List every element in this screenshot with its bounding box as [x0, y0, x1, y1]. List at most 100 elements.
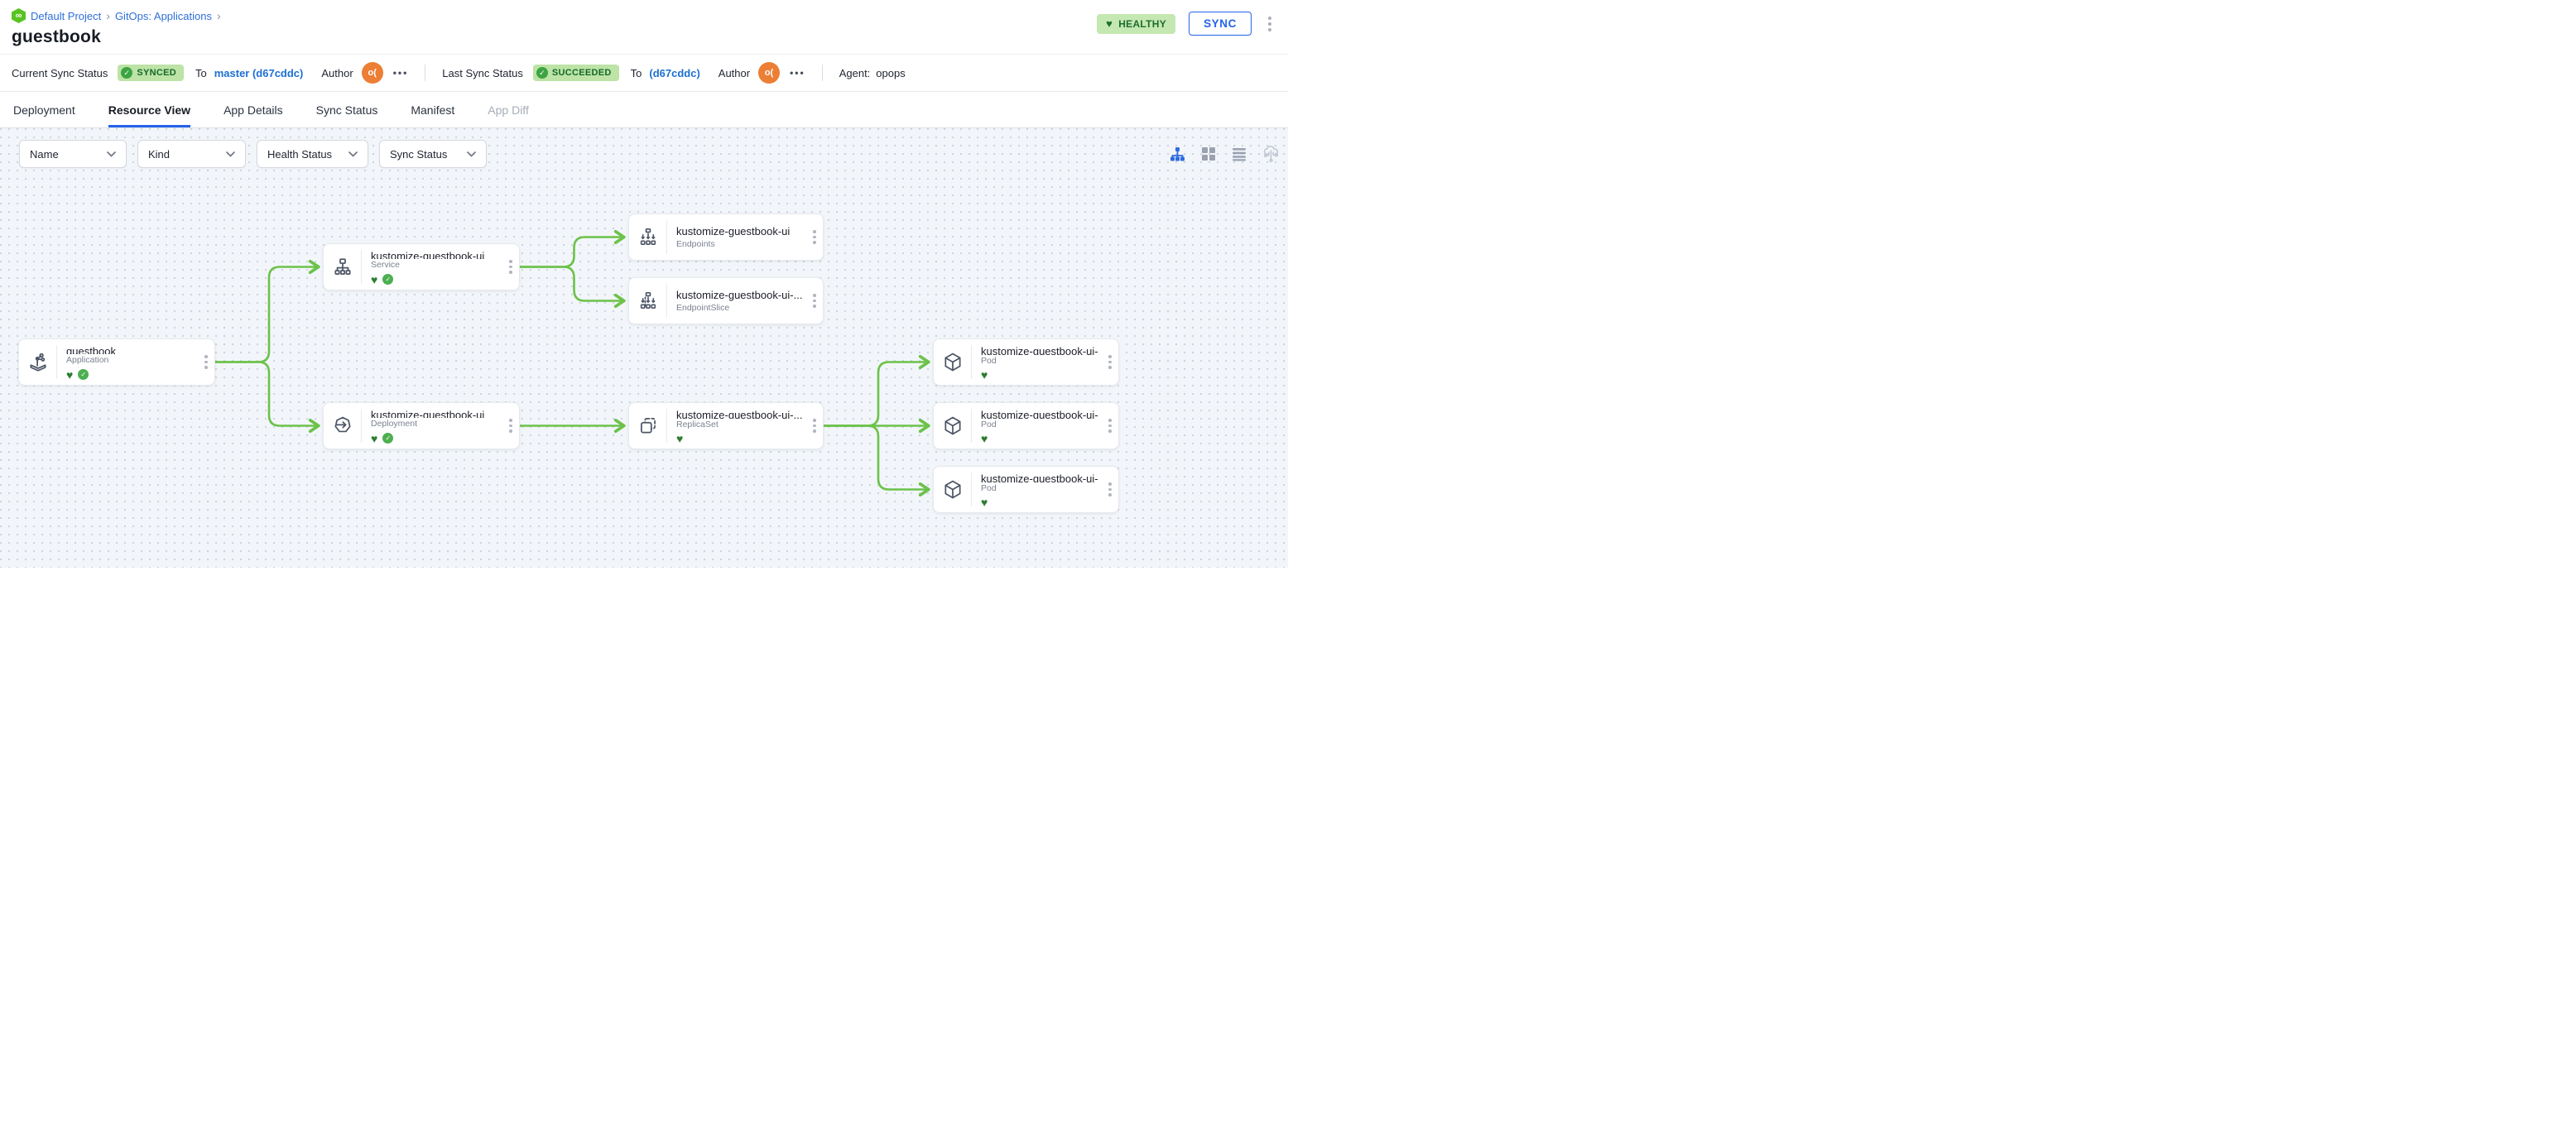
resource-kind: ReplicaSet	[676, 420, 718, 430]
cloud-view-icon[interactable]	[1262, 146, 1280, 162]
node-kebab-menu-icon[interactable]	[1102, 403, 1118, 449]
filter-dropdown-kind[interactable]: Kind	[137, 140, 246, 168]
node-kebab-menu-icon[interactable]	[502, 403, 519, 449]
current-sync-status-label: Current Sync Status	[12, 66, 108, 79]
node-kebab-menu-icon[interactable]	[806, 403, 823, 449]
edge-svc-to-eps	[518, 266, 623, 301]
resource-kind: Application	[66, 355, 109, 366]
resource-node-endpointslice-eps[interactable]: kustomize-guestbook-ui-...EndpointSlice	[628, 277, 824, 324]
check-circle-icon: ✓	[121, 67, 133, 79]
succeeded-badge-label: SUCCEEDED	[551, 68, 612, 78]
chevron-down-icon	[467, 151, 476, 157]
author-avatar: o(	[361, 62, 383, 84]
resource-kind: Deployment	[371, 419, 418, 429]
resource-tree-canvas[interactable]: Name Kind Health Status Sync Status guestbo…	[0, 128, 1288, 568]
chevron-down-icon	[348, 151, 358, 157]
breadcrumb-project[interactable]: Default Project	[31, 9, 102, 22]
more-options-icon[interactable]: •••	[392, 67, 409, 79]
tab-resource-view[interactable]: Resource View	[108, 92, 191, 127]
author-label: Author	[718, 66, 751, 79]
synced-check-icon: ✓	[78, 369, 89, 380]
header-kebab-menu-icon[interactable]	[1265, 13, 1275, 35]
filter-dropdown-name[interactable]: Name	[19, 140, 127, 168]
node-kebab-menu-icon[interactable]	[198, 339, 214, 385]
grid-view-icon[interactable]	[1201, 146, 1216, 161]
health-badge-label: HEALTHY	[1118, 17, 1167, 30]
application-icon	[19, 345, 57, 379]
synced-check-icon: ✓	[382, 433, 394, 444]
synced-badge-label: SYNCED	[137, 68, 176, 78]
author-label: Author	[321, 66, 353, 79]
resource-kind: Endpoints	[676, 238, 715, 249]
tab-app-details[interactable]: App Details	[223, 103, 283, 117]
endpointslice-icon	[629, 284, 667, 318]
resource-name: kustomize-guestbook-ui-...	[981, 409, 1098, 420]
node-kebab-menu-icon[interactable]	[806, 278, 823, 324]
resource-kind: Service	[371, 260, 401, 271]
resource-node-replicaset-rs[interactable]: kustomize-guestbook-ui-...ReplicaSet ♥	[628, 402, 824, 449]
replicaset-icon	[629, 409, 667, 443]
node-kebab-menu-icon[interactable]	[1102, 339, 1118, 385]
breadcrumb-separator: ›	[106, 9, 110, 22]
healthy-heart-icon: ♥	[981, 368, 988, 381]
tab-bar: Deployment Resource View App Details Sync S…	[0, 91, 1288, 128]
resource-name: kustomize-guestbook-ui-...	[676, 288, 803, 301]
healthy-heart-icon: ♥	[371, 272, 378, 286]
edge-rs-to-pod3	[822, 425, 928, 490]
breadcrumb-separator: ›	[217, 9, 221, 22]
edge-svc-to-ep	[518, 237, 623, 268]
synced-check-icon: ✓	[382, 274, 394, 285]
tab-app-diff[interactable]: App Diff	[488, 103, 529, 117]
service-icon	[324, 250, 362, 284]
resource-name: kustomize-guestbook-ui	[371, 409, 485, 419]
edge-app-to-svc	[214, 267, 318, 363]
synced-badge: ✓ SYNCED	[118, 65, 184, 81]
author-avatar: o(	[758, 62, 781, 84]
to-label: To	[195, 66, 207, 79]
filter-dropdown-sync-status[interactable]: Sync Status	[379, 140, 487, 168]
heart-icon: ♥	[1106, 17, 1113, 30]
sync-button[interactable]: SYNC	[1189, 12, 1252, 36]
tab-manifest[interactable]: Manifest	[411, 103, 455, 117]
chevron-down-icon	[107, 151, 116, 157]
last-sync-target-commit[interactable]: (d67cddc)	[649, 66, 700, 79]
resource-node-pod-pod1[interactable]: kustomize-guestbook-ui-...Pod♥	[933, 338, 1119, 386]
pod-icon	[934, 409, 972, 443]
edge-app-to-dep	[214, 361, 318, 426]
tree-view-icon[interactable]	[1170, 146, 1185, 162]
check-circle-icon: ✓	[536, 67, 548, 79]
breadcrumb-gitops-applications[interactable]: GitOps: Applications	[114, 9, 212, 22]
resource-name: guestbook	[66, 345, 116, 355]
resource-name: kustomize-guestbook-ui-...	[981, 473, 1098, 483]
app-header: ∞ Default Project › GitOps: Applications…	[0, 0, 1288, 54]
tab-sync-status[interactable]: Sync Status	[315, 103, 378, 117]
divider	[821, 65, 823, 81]
resource-kind: Pod	[981, 483, 997, 494]
resource-name: kustomize-guestbook-ui-...	[676, 409, 803, 420]
pod-icon	[934, 345, 972, 379]
more-options-icon[interactable]: •••	[790, 67, 805, 79]
node-kebab-menu-icon[interactable]	[502, 244, 519, 290]
filter-label: Kind	[148, 147, 171, 161]
node-kebab-menu-icon[interactable]	[1102, 467, 1118, 512]
page-title: guestbook	[12, 27, 101, 46]
node-kebab-menu-icon[interactable]	[806, 214, 823, 260]
chevron-down-icon	[226, 151, 235, 157]
current-sync-target-commit[interactable]: master (d67cddc)	[214, 66, 304, 79]
resource-kind: Pod	[981, 420, 997, 430]
resource-name: kustomize-guestbook-ui-...	[981, 345, 1098, 356]
tab-deployment[interactable]: Deployment	[13, 103, 75, 117]
agent-value: opops	[876, 66, 906, 79]
list-view-icon[interactable]	[1232, 146, 1247, 161]
edge-rs-to-pod1	[822, 362, 928, 427]
healthy-heart-icon: ♥	[676, 432, 684, 445]
resource-node-pod-pod2[interactable]: kustomize-guestbook-ui-...Pod♥	[933, 402, 1119, 449]
endpoints-icon	[629, 220, 667, 254]
resource-node-pod-pod3[interactable]: kustomize-guestbook-ui-...Pod♥	[933, 466, 1119, 513]
filter-dropdown-health-status[interactable]: Health Status	[257, 140, 368, 168]
sync-status-bar: Current Sync Status ✓ SYNCED To master (…	[0, 54, 1288, 91]
